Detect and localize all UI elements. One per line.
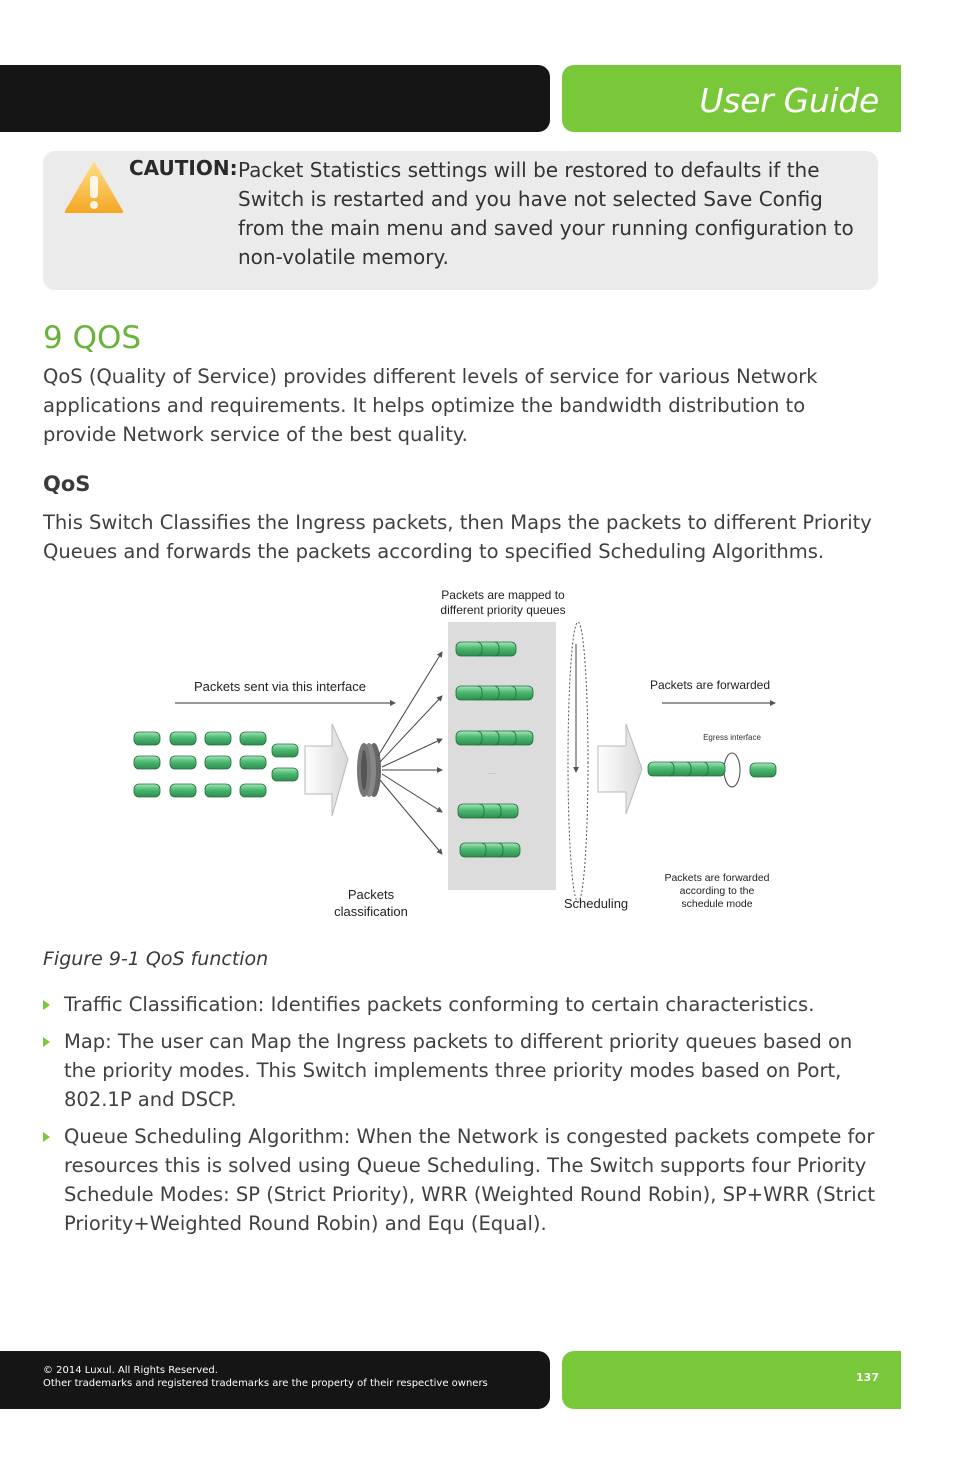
footer-bar: © 2014 Luxul. All Rights Reserved. Other… [0, 1351, 550, 1409]
classifier-icon [357, 743, 381, 797]
footer-text: © 2014 Luxul. All Rights Reserved. Other… [43, 1365, 488, 1390]
packet-icon [133, 755, 161, 770]
warning-icon [64, 161, 124, 213]
packet-icon [455, 641, 483, 657]
packet-icon [271, 743, 299, 758]
header-title-bar: User Guide [562, 65, 901, 132]
packet-icon [455, 730, 483, 746]
copyright: © 2014 Luxul. All Rights Reserved. [43, 1365, 218, 1376]
egress-interface [723, 752, 741, 788]
mapped-label-1: Packets are mapped to [441, 588, 565, 602]
packet-icon [133, 783, 161, 798]
packets [133, 641, 777, 858]
packet-icon [457, 803, 485, 819]
queue-dots: ...... [488, 770, 496, 776]
mapped-label-2: different priority queues [440, 603, 565, 617]
packet-icon [169, 731, 197, 746]
bullet-item: Queue Scheduling Algorithm: When the Net… [43, 1122, 878, 1238]
qos-diagram: Packets are mapped to different priority… [133, 588, 777, 919]
sent-label: Packets sent via this interface [194, 679, 366, 694]
input-arrow [304, 723, 349, 817]
packet-icon [239, 783, 267, 798]
packet-icon [169, 783, 197, 798]
packet-icon [271, 767, 299, 782]
packet-icon [239, 755, 267, 770]
bullet-text: Queue Scheduling Algorithm: When the Net… [64, 1125, 876, 1235]
page-number: 137 [856, 1371, 879, 1384]
classification-label-1: Packets [348, 887, 395, 902]
bullet-marker-icon [43, 1037, 50, 1047]
scheduling-ellipse [567, 621, 589, 903]
figure-caption: Figure 9-1 QoS function [43, 948, 269, 970]
packet-icon [239, 731, 267, 746]
classification-label-2: classification [334, 904, 408, 919]
packet-icon [455, 685, 483, 701]
bullet-marker-icon [43, 1132, 50, 1142]
subsection-body: This Switch Classifies the Ingress packe… [43, 511, 872, 563]
forwarded-mode-label-1: Packets are forwarded [664, 872, 769, 884]
bullet-marker-icon [43, 1000, 50, 1010]
header-title: User Guide [699, 81, 879, 120]
packet-icon [647, 761, 675, 777]
packet-icon [204, 783, 232, 798]
packet-icon [204, 755, 232, 770]
footer-page-bar: 137 [562, 1351, 901, 1409]
forwarded-mode-label-3: schedule mode [681, 898, 752, 910]
forwarded-mode-label-2: according to the [680, 885, 755, 897]
trademarks: Other trademarks and registered trademar… [43, 1377, 488, 1389]
header-bar [0, 65, 550, 132]
bullet-list: Traffic Classification: Identifies packe… [43, 990, 878, 1246]
bullet-item: Map: The user can Map the Ingress packet… [43, 1027, 878, 1114]
scheduling-label: Scheduling [564, 896, 628, 911]
egress-label: Egress interface [703, 733, 761, 742]
packet-icon [459, 842, 487, 858]
caution-text: Packet Statistics settings will be resto… [238, 158, 854, 269]
caution-box: CAUTION: Packet Statistics settings will… [43, 151, 878, 290]
bullet-text: Map: The user can Map the Ingress packet… [64, 1030, 853, 1111]
packet-icon [204, 731, 232, 746]
packet-icon [133, 731, 161, 746]
packet-icon [749, 762, 777, 778]
packet-icon [169, 755, 197, 770]
forwarded-label: Packets are forwarded [650, 678, 770, 692]
bullet-text: Traffic Classification: Identifies packe… [64, 993, 815, 1016]
section-intro: QoS (Quality of Service) provides differ… [43, 365, 818, 446]
output-arrow [597, 723, 643, 815]
subsection-heading: QoS [43, 472, 91, 496]
section-heading: 9 QOS [43, 320, 142, 356]
caution-label: CAUTION: [129, 156, 238, 180]
bullet-item: Traffic Classification: Identifies packe… [43, 990, 878, 1019]
